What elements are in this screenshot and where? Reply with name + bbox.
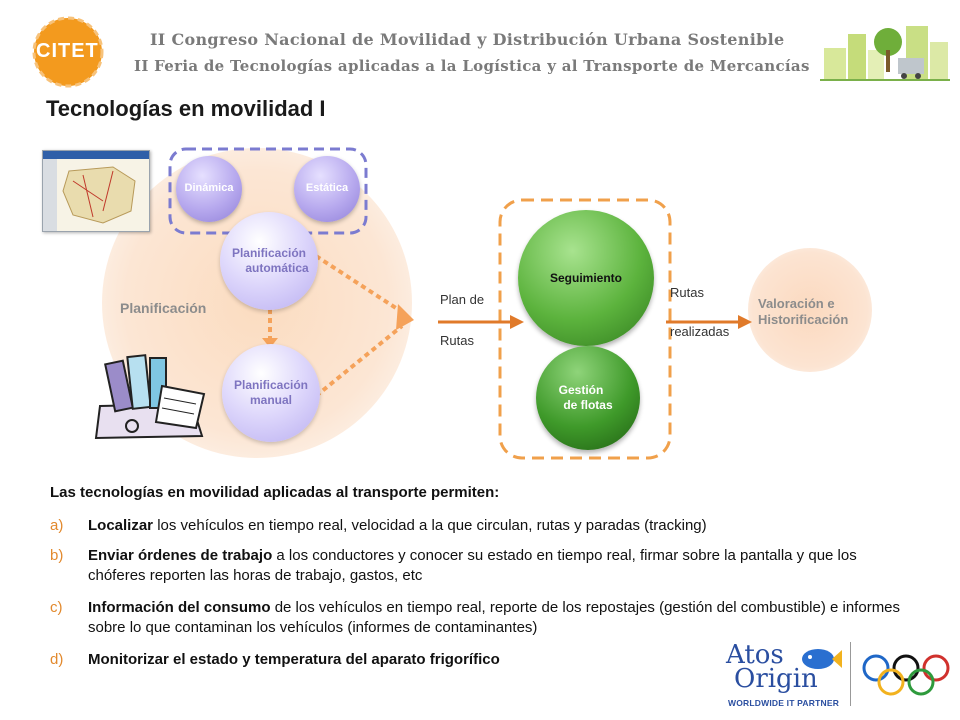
dinamica-label: Dinámica (184, 182, 234, 195)
item-bold: Enviar órdenes de trabajo (88, 547, 273, 564)
plan-rutas-arrow-head (510, 315, 524, 329)
logo-divider (850, 642, 851, 706)
atos-origin-logo: Atos Origin WORLDWIDE IT PARTNER (712, 638, 846, 712)
planificacion-automatica-bubble: Planificación automática (220, 212, 318, 310)
plan-manual-label-2: manual (249, 393, 292, 407)
seguimiento-label: Seguimiento (549, 270, 622, 285)
list-item-d: d) Monitorizar el estado y temperatura d… (50, 650, 910, 670)
item-bold: Monitorizar el estado y temperatura del … (88, 651, 500, 668)
item-text: los vehículos en tiempo real, velocidad … (153, 517, 707, 534)
citet-logo-text: CITET (36, 40, 99, 62)
valoracion-label-1: Valoración e (758, 296, 835, 311)
city-buildings-icon (820, 20, 950, 82)
atos-logo-fish-icon (798, 646, 842, 677)
estatica-bubble: Estática (294, 156, 360, 222)
plan-auto-label-1: Planificación (231, 246, 306, 260)
valoracion-label: Valoración e Historificación (758, 296, 848, 328)
intro-text: Las tecnologías en movilidad aplicadas a… (50, 484, 500, 501)
operacion-dashed-frame (498, 198, 672, 460)
page-title: Tecnologías en movilidad I (46, 96, 326, 121)
list-marker: a) (50, 517, 64, 534)
mapas-dashed-frame (168, 147, 368, 235)
olympic-rings-icon (862, 654, 950, 696)
map-icon (43, 151, 149, 231)
estatica-label: Estática (305, 182, 349, 195)
plan-auto-label-2: automática (245, 261, 309, 275)
valoracion-background (748, 248, 872, 372)
list-marker: b) (50, 547, 64, 564)
olympic-rings-logo (860, 652, 952, 700)
header-line-2: II Feria de Tecnologías aplicadas a la L… (134, 57, 810, 75)
planificacion-manual-bubble: Planificación manual (222, 344, 320, 442)
plan-manual-label-1: Planificación (233, 378, 309, 392)
dinamica-bubble: Dinámica (176, 156, 242, 222)
rutas-realizadas-label-2: realizadas (670, 324, 730, 339)
city-illustration (820, 20, 950, 82)
papers-illustration (92, 346, 212, 442)
seguimiento-bubble: Seguimiento (518, 210, 654, 346)
valoracion-label-2: Historificación (758, 312, 849, 327)
gestion-flotas-bubble: Gestión de flotas (536, 346, 640, 450)
diagram-connectors (168, 147, 752, 460)
citet-logo: CITET (28, 12, 120, 92)
map-thumbnail (42, 150, 150, 232)
list-item-b: b) Enviar órdenes de trabajo a los condu… (50, 546, 910, 586)
list-item-a: a) Localizar los vehículos en tiempo rea… (50, 516, 910, 536)
atos-logo-line1: Atos (726, 640, 784, 670)
rutas-label: Rutas (440, 333, 474, 348)
list-item-c: c) Información del consumo de los vehícu… (50, 598, 910, 638)
item-text: de los vehículos en tiempo real, reporte… (88, 599, 901, 636)
list-marker: c) (50, 599, 63, 616)
gestion-label-1: Gestión (558, 383, 604, 397)
item-bold: Información del consumo (88, 599, 271, 616)
planificacion-label: Planificación (120, 300, 207, 316)
dotted-arrow-head (396, 304, 414, 330)
rutas-realizadas-arrow-head (738, 315, 752, 329)
item-text: a los conductores y conocer su estado en… (88, 547, 857, 584)
item-bold: Localizar (88, 517, 154, 534)
documents-icon (94, 354, 206, 440)
gestion-label-2: de flotas (563, 398, 613, 412)
atos-logo-line2: Origin (734, 664, 818, 694)
rutas-realizadas-label-1: Rutas (670, 285, 704, 300)
atos-tagline: WORLDWIDE IT PARTNER (728, 698, 840, 708)
citet-logo-circle (34, 18, 102, 86)
plan-de-label: Plan de (440, 292, 485, 307)
list-marker: d) (50, 651, 64, 668)
header-line-1: II Congreso Nacional de Movilidad y Dist… (150, 30, 785, 49)
